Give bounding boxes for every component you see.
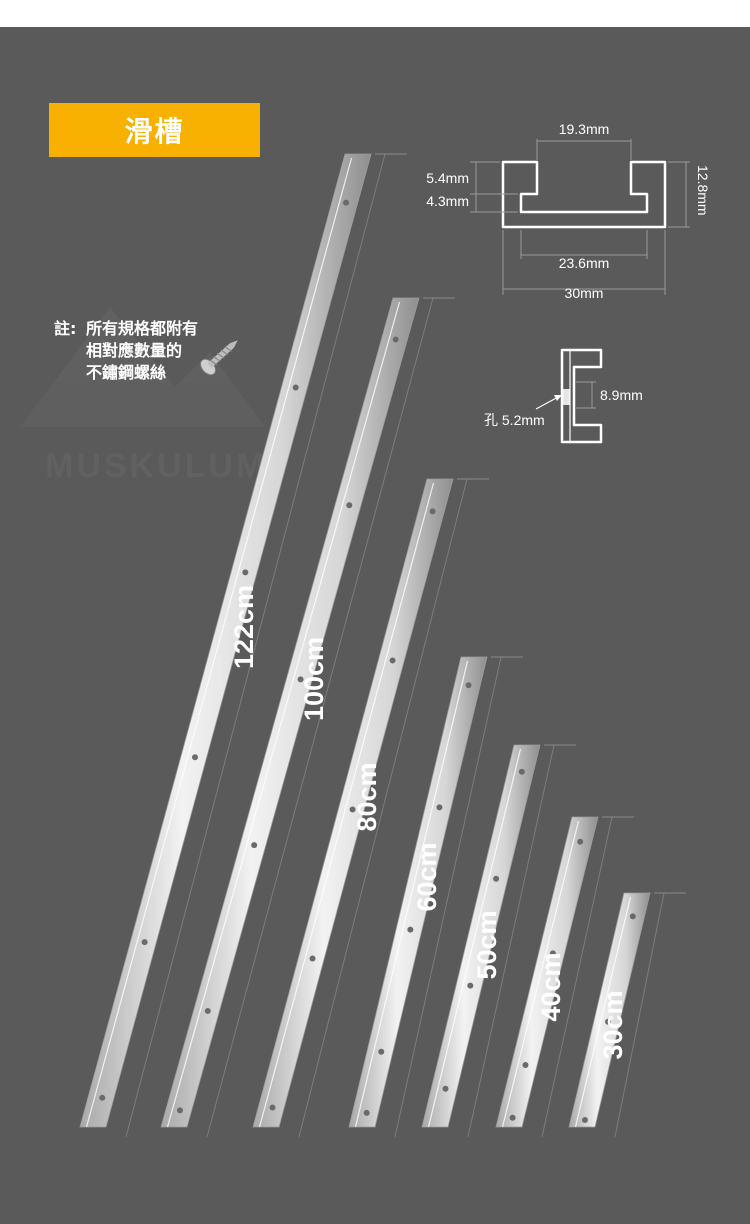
dim-top-opening: 19.3mm [559,121,610,137]
rail-length-label: 50cm [472,910,502,979]
rail-guide-line [467,744,555,1138]
rail-channel [258,482,435,1128]
rail-hole [349,806,356,813]
rail-hole [343,199,350,206]
rail-channel [574,896,632,1128]
rail-4: 60cm [348,656,523,1138]
rail-hole [242,569,249,576]
rail-hole [522,1062,529,1068]
rail-channel [427,748,522,1128]
dim-lip-thickness: 4.3mm [426,193,469,209]
dim-inner-width: 23.6mm [559,255,610,271]
rail-hole [467,982,474,989]
rail-channel [501,820,580,1128]
rail-hole [436,804,443,811]
rails-illustration: MUSKULUM 19.3mm 5.4mm 4.3mm 12.8mm 23.6m… [20,121,711,1138]
rail-channel [166,301,401,1128]
title-badge: 滑槽 [49,103,260,157]
rail-hole [204,1007,211,1014]
rail-hole [509,1114,516,1121]
rail-7: 30cm [568,892,686,1138]
rail-hole [392,336,399,343]
profile-cross-section: 19.3mm 5.4mm 4.3mm 12.8mm 23.6mm 30mm [426,121,711,301]
rail-guide-line [125,153,386,1138]
side-view-diagram: 8.9mm 孔 5.2mm [484,348,643,444]
watermark-text: MUSKULUM [45,447,267,485]
rail-hole [577,838,584,845]
rail-hole [465,682,472,689]
rail-channel [85,157,353,1128]
note-line-3: 不鏽鋼螺絲 [86,363,167,382]
rail-channel [354,660,469,1128]
rail-2: 100cm [160,297,455,1138]
dim-lip-height: 5.4mm [426,170,469,186]
dim-side-depth: 8.9mm [600,387,643,403]
rail-guide-line [541,816,613,1138]
rail-6: 40cm [495,816,634,1138]
rail-hole [581,1116,588,1123]
rail-hole [407,926,414,933]
product-panel: 滑槽 MUSKULUM [0,27,750,1224]
dim-outer-width: 30mm [565,285,604,301]
rail-hole [192,754,198,761]
rail-hole [549,950,556,957]
dim-hole-label: 孔 5.2mm [484,412,545,428]
rail-hole [518,768,525,775]
rail-hole [363,1109,370,1116]
rail-hole [176,1107,183,1114]
rail-hole [389,657,396,664]
rails-group: 122cm 100cm 80cm 60cm 50cm 40cm 30cm [79,153,686,1138]
rail-hole [292,384,299,391]
note-line-1: 所有規格都附有 [86,319,199,338]
dim-height: 12.8mm [695,165,711,216]
rail-hole [378,1048,385,1055]
rail-length-label: 30cm [598,990,628,1059]
rail-hole [346,502,353,509]
rail-length-label: 100cm [299,637,329,721]
rail-1: 122cm [79,153,407,1138]
rail-hole [442,1085,449,1092]
rail-guide-line [298,478,468,1138]
note-prefix: 註: [54,319,77,338]
rail-length-label: 40cm [536,952,566,1021]
rail-hole [493,875,500,882]
note-line-2: 相對應數量的 [86,341,183,360]
rail-hole [605,1018,612,1025]
page-title: 滑槽 [124,115,185,148]
rail-3: 80cm [252,478,489,1138]
rail-hole [99,1094,106,1101]
rail-hole [309,955,316,962]
rail-length-label: 122cm [229,585,259,669]
rail-hole [297,676,304,683]
rail-length-label: 80cm [352,762,382,831]
rail-5: 50cm [421,744,576,1138]
rail-hole [269,1104,276,1111]
rail-hole [141,939,148,946]
rail-guide-line [206,297,434,1138]
rail-guide-line [614,892,665,1138]
rail-length-label: 60cm [412,842,442,911]
watermark-logo: MUSKULUM [20,307,267,485]
rail-hole [429,508,436,515]
screw-icon [200,340,238,376]
rail-hole [251,842,258,849]
rail-guide-line [394,656,502,1138]
rail-hole [629,913,636,920]
